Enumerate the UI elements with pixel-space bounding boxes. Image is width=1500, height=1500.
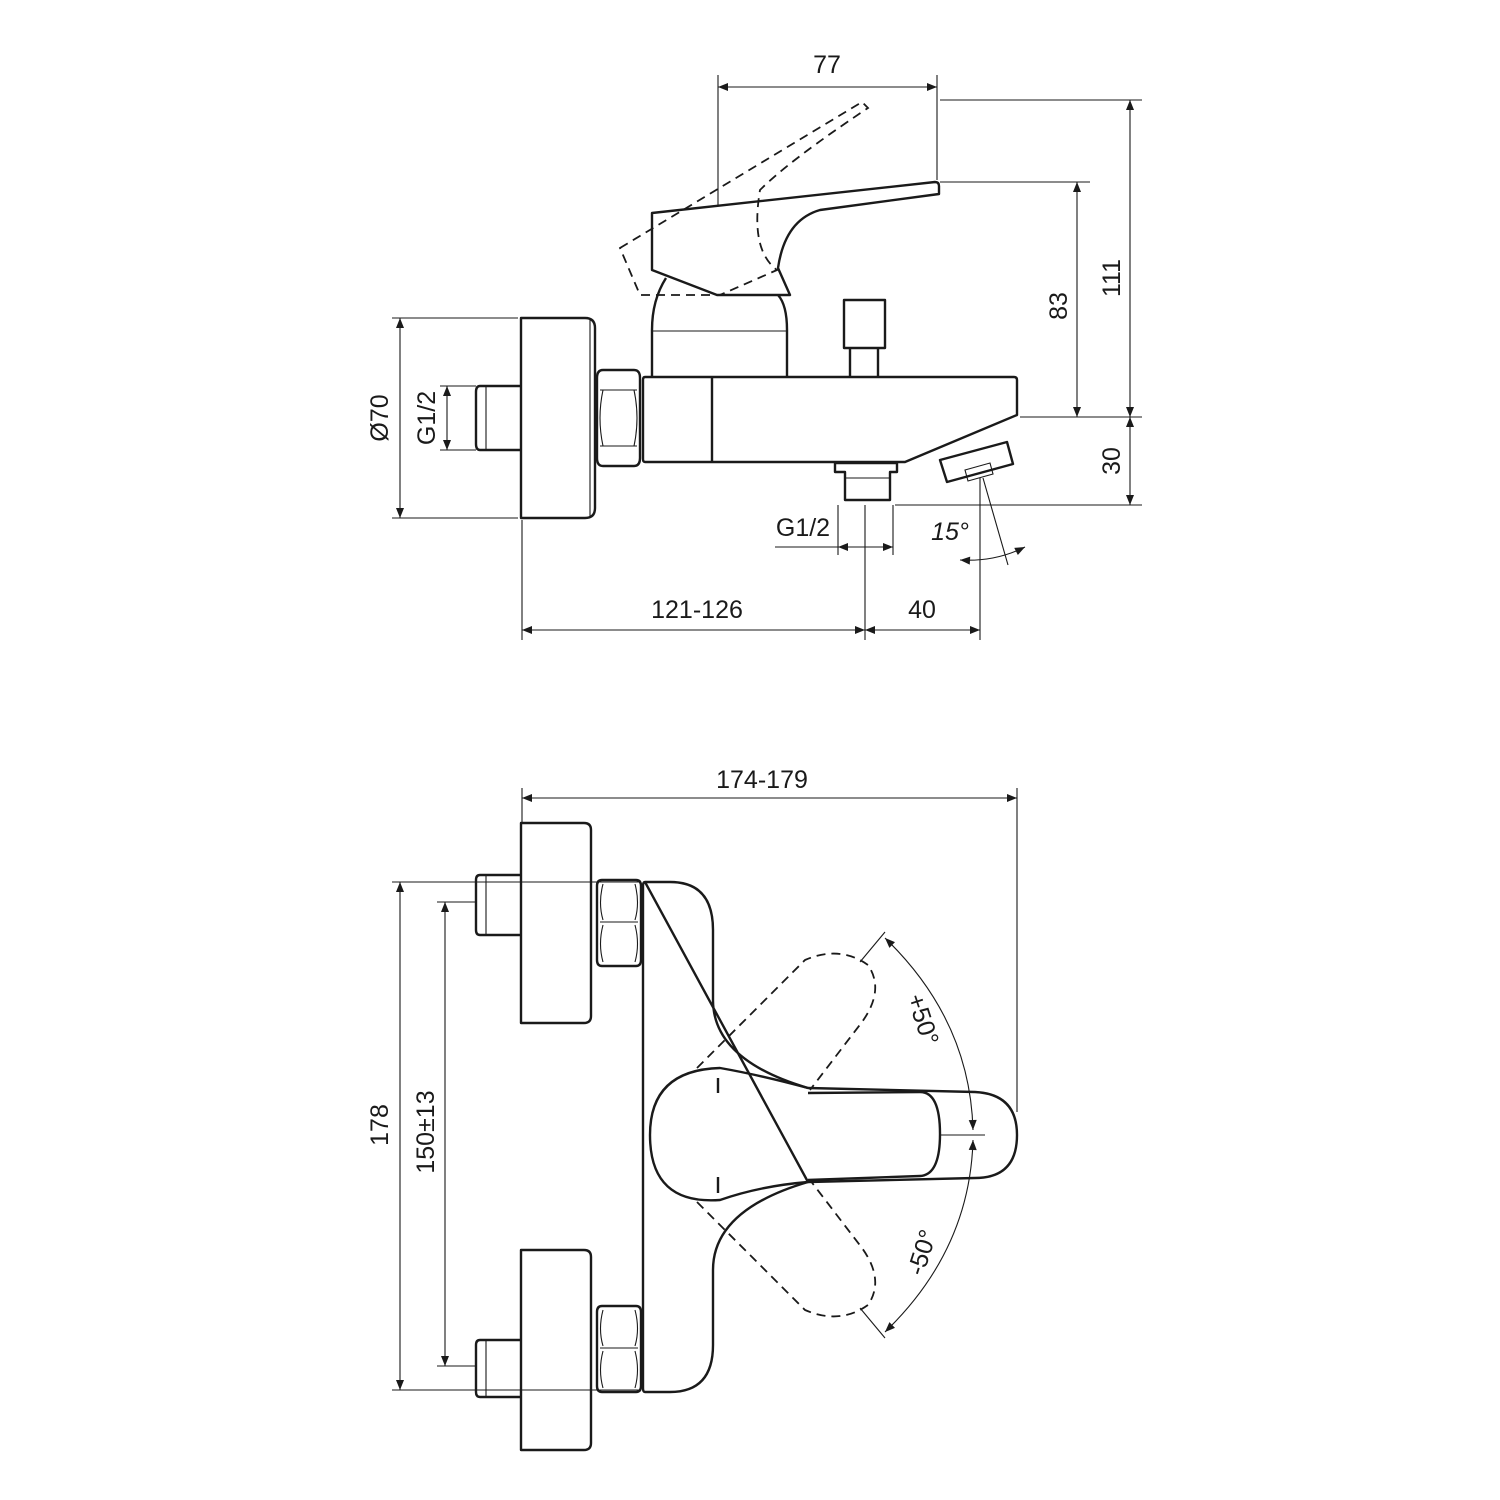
angle-plus-50: +50° <box>901 990 944 1048</box>
handle-lever-raised <box>618 100 870 296</box>
inlet-pipe <box>474 384 521 452</box>
dim-total-width: 174-179 <box>716 766 808 794</box>
dim-111: 111 <box>1098 259 1126 297</box>
dim-spout-offset: 40 <box>908 596 936 624</box>
handle-lever-top <box>648 1066 1019 1202</box>
hex-nut-upper <box>595 878 643 968</box>
dim-spout-angle: 15° <box>931 518 969 546</box>
handle-lever-plus50 <box>696 952 877 1091</box>
wall-plate-upper <box>519 821 593 1025</box>
wall-plate <box>519 316 597 520</box>
mixer-body-top <box>641 880 810 1394</box>
dim-inlet-thread: G1/2 <box>413 391 441 445</box>
cartridge <box>650 277 789 377</box>
top-view-dimensions: 174-179 178 150±13 +50° -50° <box>366 766 1018 1391</box>
diverter-knob <box>842 298 887 377</box>
hex-nut <box>595 368 642 468</box>
dim-77: 77 <box>813 51 841 79</box>
angle-minus-50: -50° <box>902 1226 943 1279</box>
dim-plate-diameter: Ø70 <box>366 394 394 441</box>
dim-outlet-thread: G1/2 <box>776 514 830 542</box>
hex-nut-lower <box>595 1304 643 1394</box>
dim-83: 83 <box>1045 292 1073 320</box>
diverter-outlet <box>833 461 899 502</box>
dim-30: 30 <box>1098 447 1126 475</box>
mixer-body <box>641 375 1019 464</box>
top-view <box>474 821 1019 1452</box>
wall-plate-lower <box>519 1248 593 1452</box>
handle-lever <box>650 180 941 297</box>
handle-lever-minus50 <box>696 1179 877 1318</box>
side-view-dimensions: 77 111 83 30 Ø70 G1/2 G1/2 15° 121-126 <box>366 51 1142 640</box>
dim-total-length: 178 <box>366 1104 394 1146</box>
spout-outlet <box>938 440 1015 484</box>
dim-projection: 121-126 <box>651 596 743 624</box>
inlet-pipe-lower <box>474 1338 521 1399</box>
inlet-pipe-upper <box>474 873 521 937</box>
dim-center-distance: 150±13 <box>412 1090 440 1173</box>
side-view <box>474 100 1019 520</box>
